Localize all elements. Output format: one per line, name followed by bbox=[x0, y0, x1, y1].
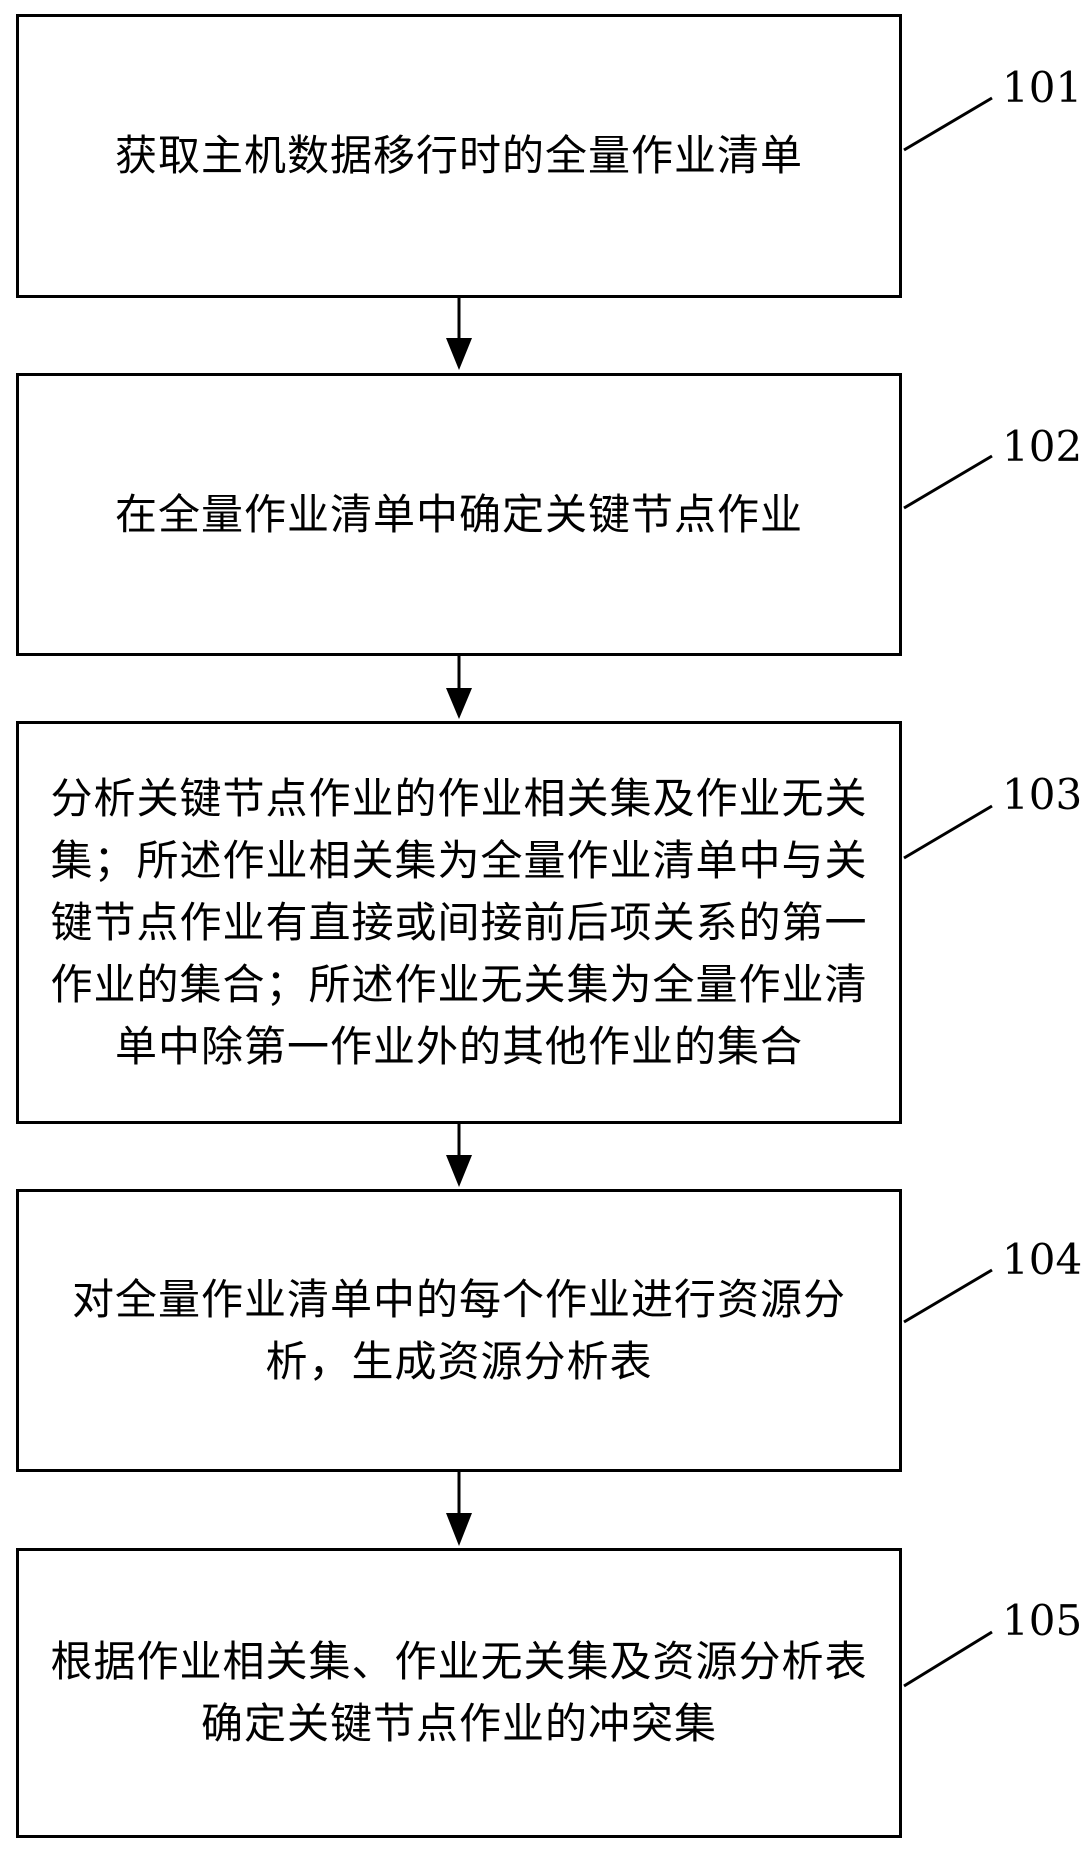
leader-line-104 bbox=[903, 1268, 993, 1324]
step-text-101: 获取主机数据移行时的全量作业清单 bbox=[114, 131, 803, 180]
step-box-101: 获取主机数据移行时的全量作业清单 bbox=[16, 14, 902, 298]
step-box-102: 在全量作业清单中确定关键节点作业 bbox=[16, 373, 902, 656]
step-box-103: 分析关键节点作业的作业相关集及作业无关集；所述作业相关集为全量作业清单中与关键节… bbox=[16, 721, 902, 1124]
step-label-102: 102 bbox=[1002, 422, 1083, 471]
leader-line-103 bbox=[903, 804, 993, 860]
step-box-105: 根据作业相关集、作业无关集及资源分析表确定关键节点作业的冲突集 bbox=[16, 1548, 902, 1838]
step-text-102: 在全量作业清单中确定关键节点作业 bbox=[114, 489, 803, 539]
step-text-105: 根据作业相关集、作业无关集及资源分析表确定关键节点作业的冲突集 bbox=[50, 1637, 868, 1748]
step-text-104: 对全量作业清单中的每个作业进行资源分析，生成资源分析表 bbox=[71, 1274, 846, 1386]
step-box-104: 对全量作业清单中的每个作业进行资源分析，生成资源分析表 bbox=[16, 1189, 902, 1472]
leader-line-101 bbox=[903, 96, 993, 152]
arrow-101-to-102 bbox=[446, 298, 472, 370]
step-label-101: 101 bbox=[1002, 63, 1083, 112]
arrow-104-to-105 bbox=[446, 1472, 472, 1546]
step-label-105: 105 bbox=[1002, 1596, 1083, 1645]
leader-line-102 bbox=[903, 454, 993, 510]
step-label-103: 103 bbox=[1002, 770, 1083, 819]
arrow-102-to-103 bbox=[446, 656, 472, 719]
step-text-103: 分析关键节点作业的作业相关集及作业无关集；所述作业相关集为全量作业清单中与关键节… bbox=[50, 773, 868, 1071]
leader-line-105 bbox=[903, 1630, 993, 1688]
arrow-103-to-104 bbox=[446, 1124, 472, 1187]
step-label-104: 104 bbox=[1002, 1235, 1083, 1284]
